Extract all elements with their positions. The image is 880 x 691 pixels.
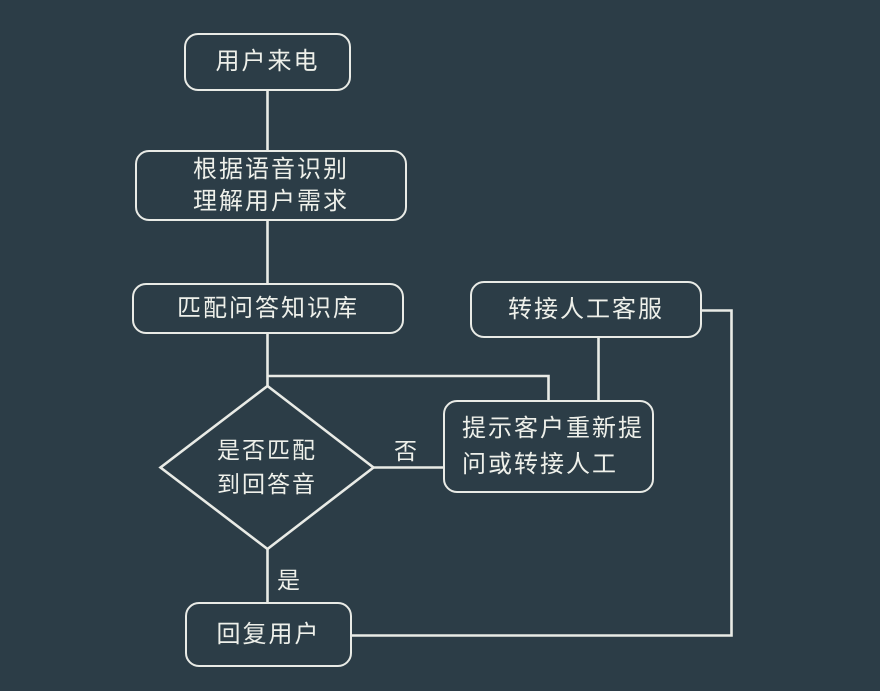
- node-reply-user: 回复用户: [185, 602, 352, 667]
- node-speech-recognition-line1: 根据语音识别: [193, 155, 349, 183]
- node-start-label: 用户来电: [215, 48, 320, 75]
- node-match-knowledge-base-label: 匹配问答知识库: [177, 294, 359, 322]
- node-reply-user-label: 回复用户: [216, 620, 321, 648]
- node-prompt-retry-or-transfer: 提示客户重新提 问或转接人工: [443, 400, 654, 493]
- node-transfer-human-agent: 转接人工客服: [470, 281, 702, 338]
- edge-reply-transfer-loop: [351, 309, 733, 637]
- node-decision-match-answer: 是否匹配 到回答音: [161, 433, 373, 501]
- node-decision-line2: 到回答音: [217, 471, 317, 497]
- node-decision-line1: 是否匹配: [217, 437, 317, 463]
- decision-diamond-shape: [158, 384, 376, 551]
- node-prompt-retry-line2: 问或转接人工: [462, 450, 618, 478]
- edge-branch-to-prompt: [267, 374, 550, 401]
- node-match-knowledge-base: 匹配问答知识库: [132, 283, 404, 334]
- label-no: 否: [394, 438, 418, 464]
- node-prompt-retry-line1: 提示客户重新提: [462, 414, 644, 442]
- node-transfer-human-agent-label: 转接人工客服: [508, 295, 664, 323]
- node-start: 用户来电: [184, 33, 351, 91]
- label-yes: 是: [277, 567, 301, 593]
- node-speech-recognition-line2: 理解用户需求: [193, 187, 349, 215]
- node-speech-recognition: 根据语音识别 理解用户需求: [135, 150, 407, 221]
